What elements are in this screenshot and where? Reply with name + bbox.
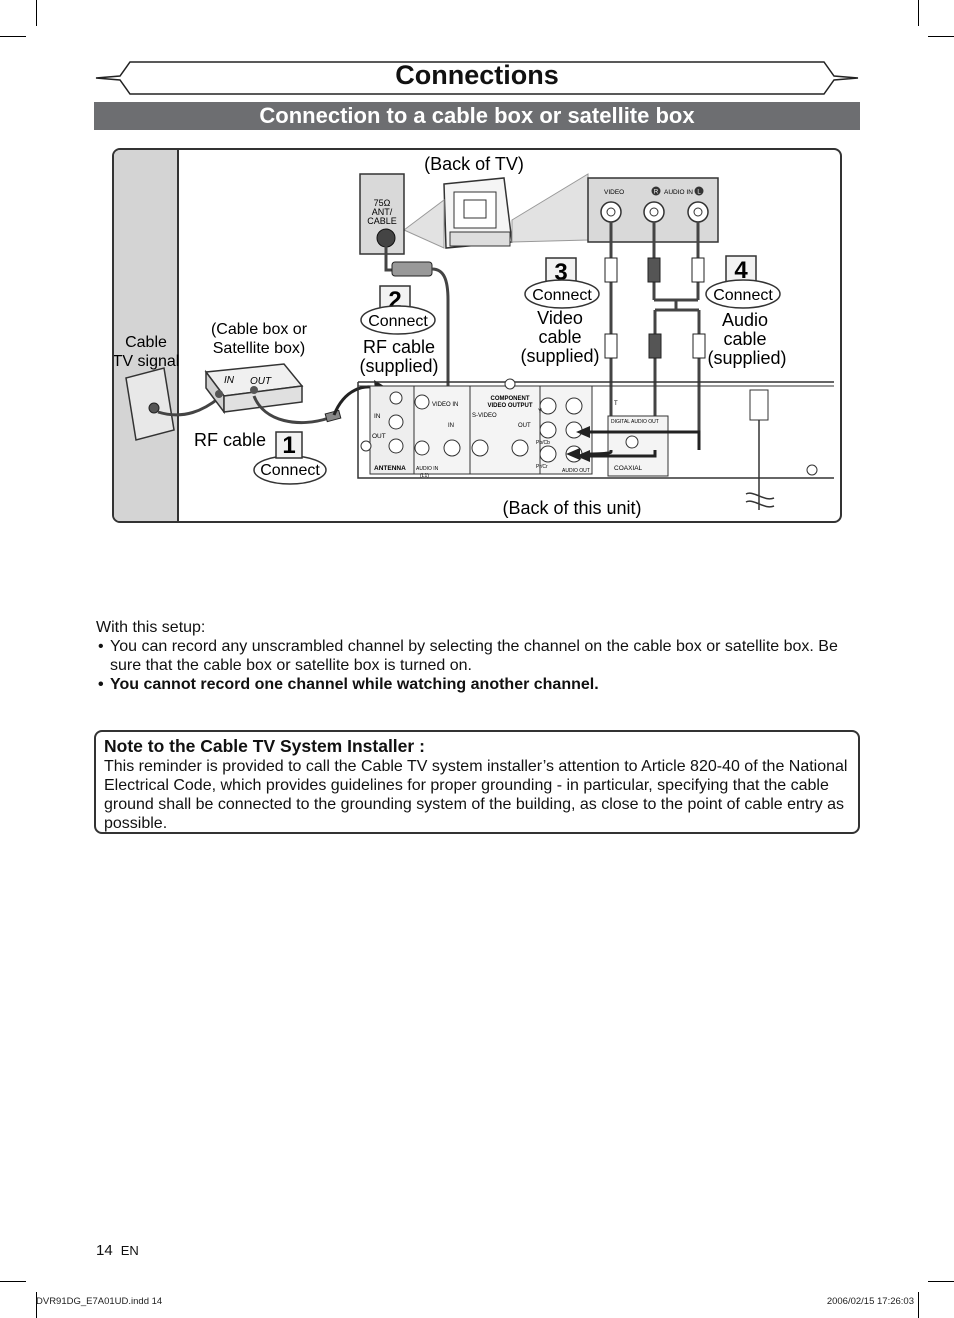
svg-text:T: T (614, 401, 618, 407)
wall-cable (157, 396, 220, 417)
page-title: Connections (395, 60, 559, 90)
cable-box-out-label: OUT (250, 376, 272, 387)
page-lang: EN (120, 1243, 139, 1258)
step-3-number: 3 (554, 259, 567, 286)
step-3-connect-oval (524, 279, 600, 309)
section-banner: Connection to a cable box or satellite b… (94, 102, 860, 130)
crop-mark (36, 0, 37, 26)
step-3-label-3: (supplied) (520, 346, 599, 366)
step-4-label-1: Audio (722, 310, 768, 330)
rf-cable-2 (431, 267, 450, 445)
back-of-tv-label: (Back of TV) (424, 154, 524, 174)
tv-antenna-panel: 75Ω ANT/ CABLE (359, 173, 405, 255)
diagram-svg: Cable TV signal (Cable box or Satellite … (114, 150, 834, 521)
cable-box (204, 363, 304, 415)
installer-note: Note to the Cable TV System Installer : … (94, 730, 860, 834)
svg-text:ANTENNA: ANTENNA (374, 465, 406, 472)
unit-back-panel (357, 378, 834, 510)
svg-text:S-VIDEO: S-VIDEO (472, 413, 497, 419)
svg-text:75Ω: 75Ω (374, 198, 391, 208)
zoom-wedge (403, 199, 445, 249)
svg-text:VIDEO OUTPUT: VIDEO OUTPUT (487, 403, 532, 409)
step-3-connect: Connect (532, 287, 592, 304)
step-4-connect-oval (705, 279, 781, 309)
crop-mark (928, 36, 954, 37)
step-1-badge (275, 431, 303, 459)
page-number-value: 14 (96, 1242, 113, 1259)
crop-mark (36, 1292, 37, 1318)
crop-mark (918, 1292, 919, 1318)
wall-outlet (125, 367, 175, 441)
svg-text:IN: IN (448, 423, 454, 429)
cable-tv-signal-label-1: Cable (125, 334, 167, 351)
svg-text:AUDIO OUT: AUDIO OUT (562, 468, 590, 474)
svg-text:COAXIAL: COAXIAL (614, 465, 643, 472)
back-of-unit-label: (Back of this unit) (502, 498, 641, 518)
connection-diagram: Cable TV signal (Cable box or Satellite … (112, 148, 842, 523)
svg-text:AUDIO IN: AUDIO IN (664, 189, 693, 196)
svg-text:L: L (697, 190, 701, 196)
crop-mark (928, 1281, 954, 1282)
step-4-label-2: cable (723, 329, 766, 349)
bullet-item-bold: You cannot record one channel while watc… (96, 675, 856, 694)
svg-text:Pb/Cb: Pb/Cb (536, 440, 550, 446)
video-cable (604, 222, 618, 450)
section-title: Connection to a cable box or satellite b… (259, 103, 695, 128)
note-text: This reminder is provided to call the Ca… (104, 758, 848, 832)
svg-text:Y: Y (538, 409, 542, 415)
note-heading: Note to the Cable TV System Installer : (104, 736, 425, 756)
tv-back (443, 177, 513, 249)
step-1-number: 1 (282, 432, 295, 459)
svg-text:R: R (654, 190, 659, 196)
svg-text:CABLE: CABLE (367, 216, 397, 226)
step-3-label-1: Video (537, 308, 583, 328)
bullet-item: You can record any unscrambled channel b… (96, 637, 856, 675)
svg-text:(L1): (L1) (420, 473, 429, 479)
step-3-label-2: cable (538, 327, 581, 347)
setup-notes: With this setup: You can record any unsc… (96, 618, 856, 694)
zoom-wedge (511, 173, 589, 243)
rf-plug (391, 261, 433, 277)
svg-text:OUT: OUT (372, 433, 386, 440)
step-1-label: RF cable (194, 430, 266, 450)
setup-bullets: You can record any unscrambled channel b… (96, 637, 856, 694)
crop-mark (918, 0, 919, 26)
audio-cable-r (647, 222, 706, 450)
svg-text:OUT: OUT (518, 423, 531, 429)
step-4-label-3: (supplied) (707, 348, 786, 368)
page-number: 14 EN (96, 1242, 139, 1259)
svg-text:IN: IN (374, 413, 381, 420)
svg-text:VIDEO IN: VIDEO IN (432, 402, 458, 408)
wall-strip (114, 150, 178, 521)
step-2-connect: Connect (368, 313, 428, 330)
cable-tv-signal-label-2: TV signal (114, 353, 179, 370)
svg-text:DIGITAL AUDIO OUT: DIGITAL AUDIO OUT (611, 419, 659, 425)
footer-file: DVR91DG_E7A01UD.indd 14 (36, 1296, 163, 1307)
rf-cable-1 (252, 395, 330, 425)
svg-text:ANT/: ANT/ (372, 207, 393, 217)
crop-mark (0, 36, 26, 37)
svg-text:VIDEO: VIDEO (604, 189, 624, 196)
step-1-connect: Connect (260, 462, 320, 479)
cable-box-label-2: Satellite box) (213, 340, 306, 357)
svg-text:COMPONENT: COMPONENT (491, 396, 530, 402)
title-decoration (95, 61, 859, 95)
svg-text:Pr/Cr: Pr/Cr (536, 464, 548, 470)
step-2-label-2: (supplied) (359, 356, 438, 376)
step-2-label-1: RF cable (363, 337, 435, 357)
step-4-connect: Connect (713, 287, 773, 304)
crop-mark (0, 1281, 26, 1282)
footer-timestamp: 2006/02/15 17:26:03 (826, 1296, 914, 1307)
step-4-number: 4 (734, 257, 748, 284)
cable-box-label-1: (Cable box or (211, 321, 308, 338)
cable-box-in-label: IN (224, 375, 235, 386)
setup-intro: With this setup: (96, 619, 206, 636)
step-2-connect-oval (360, 305, 436, 335)
arrow-4 (576, 426, 701, 462)
svg-text:AUDIO IN: AUDIO IN (416, 466, 439, 472)
